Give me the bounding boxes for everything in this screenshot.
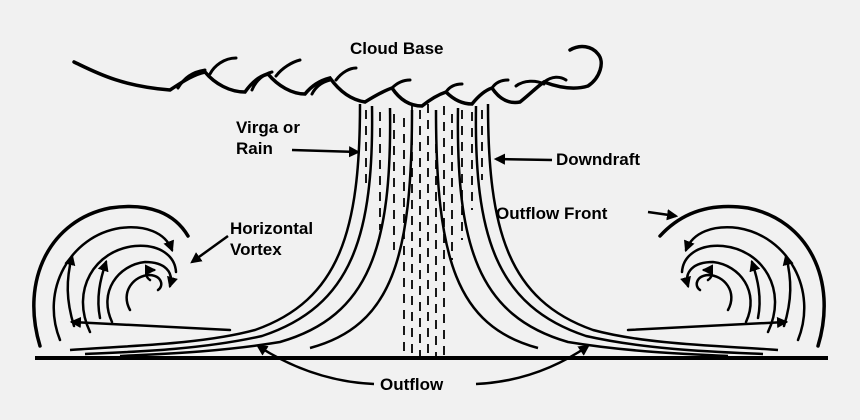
- outflow-arrow-right: [475, 344, 590, 386]
- virga-arrow: [291, 146, 361, 158]
- cloud-hatching: [176, 56, 568, 96]
- label-arrows: [190, 146, 679, 386]
- label-cloud-base: Cloud Base: [350, 39, 444, 58]
- label-outflow: Outflow: [380, 375, 444, 394]
- vortex-arrow: [190, 234, 229, 264]
- outflow-arrow-left: [256, 344, 375, 386]
- label-outflow-front: Outflow Front: [496, 204, 608, 223]
- label-virga-or-rain: Virga or Rain: [236, 118, 300, 158]
- left-vortex: [32, 204, 232, 348]
- right-vortex: [626, 204, 826, 348]
- outflow-front-arrow: [647, 209, 679, 221]
- label-horizontal-vortex: Horizontal Vortex: [230, 219, 314, 259]
- downdraft-streamlines: [69, 103, 779, 358]
- downdraft-arrow: [493, 153, 553, 165]
- rain-dashes: [365, 104, 483, 356]
- label-downdraft: Downdraft: [556, 150, 641, 169]
